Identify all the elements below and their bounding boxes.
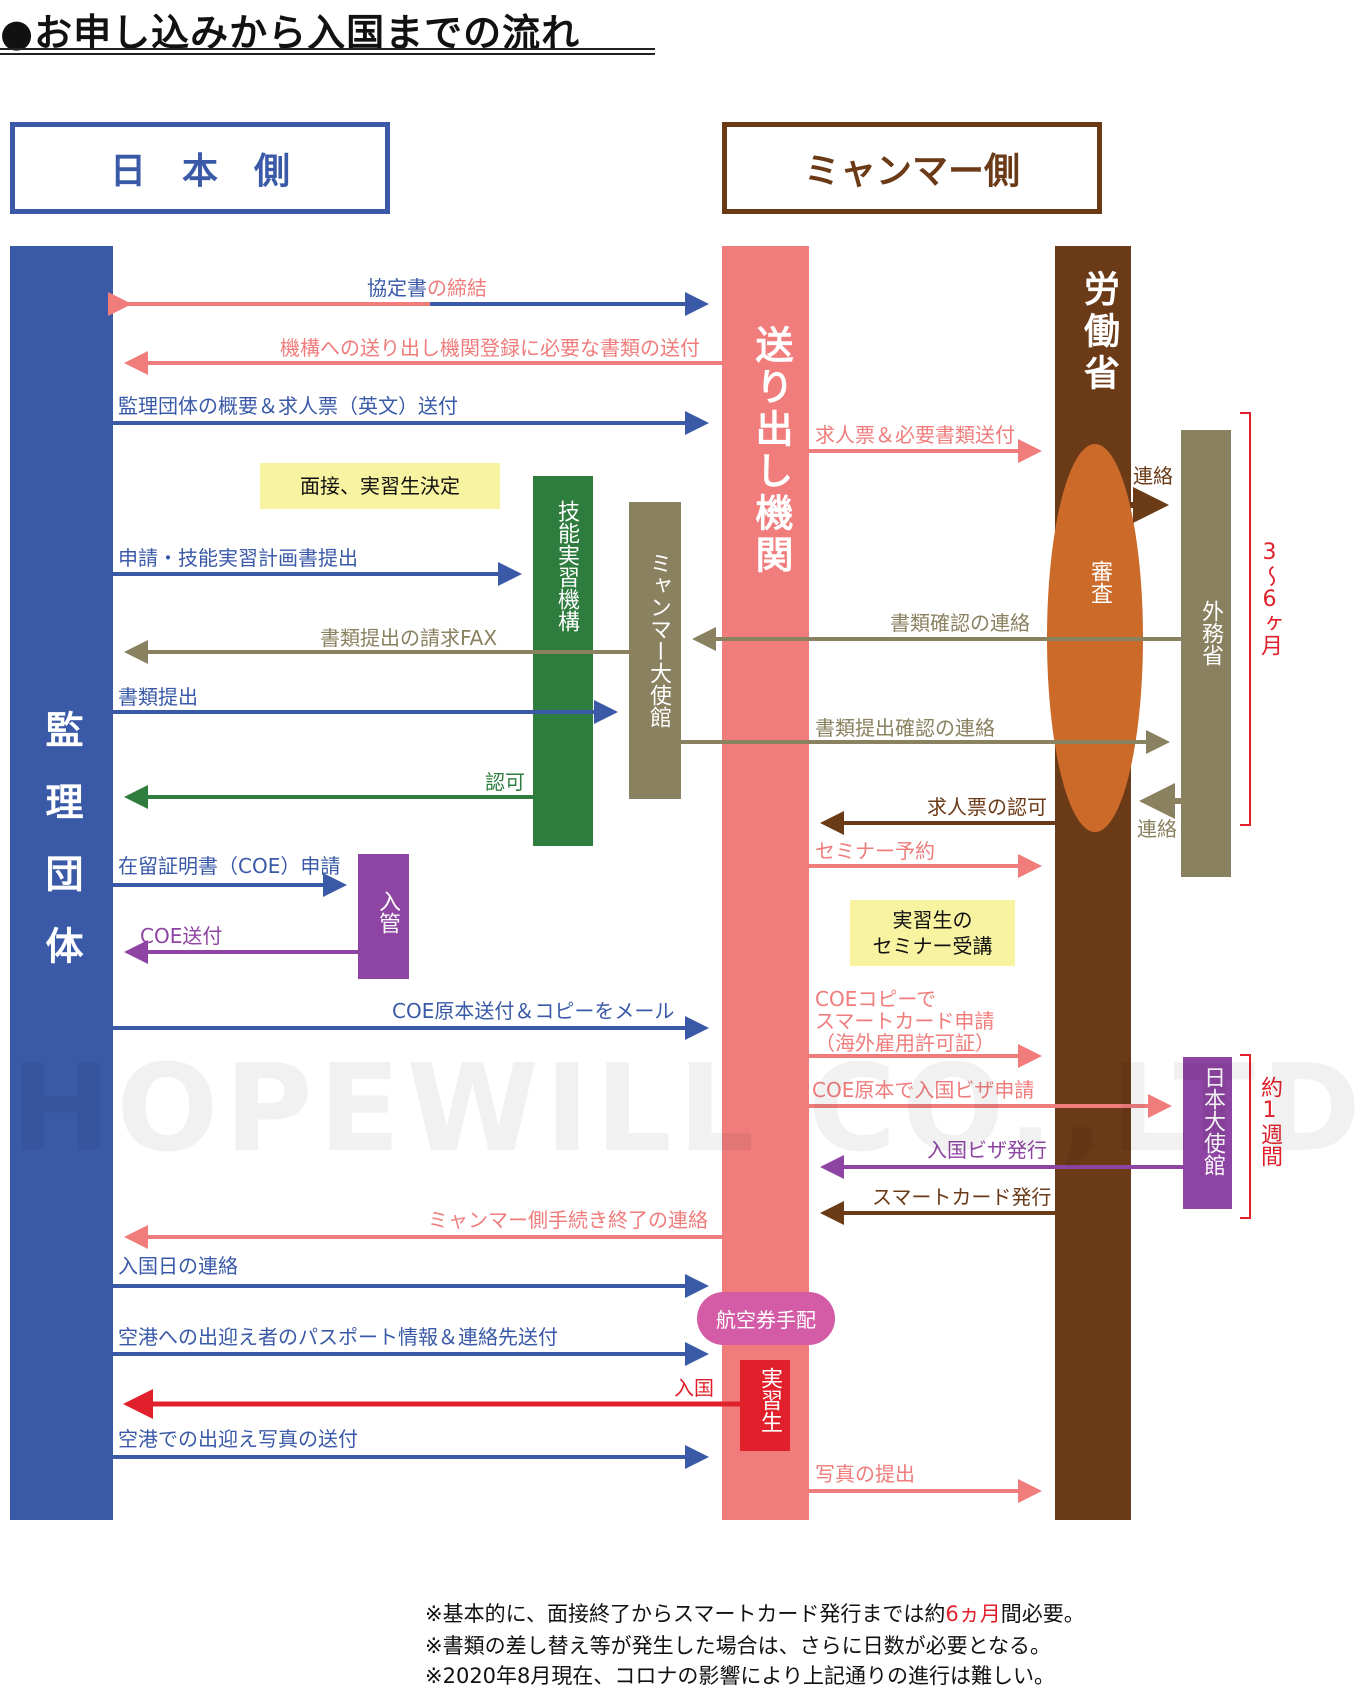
myanmar-side-header: ミャンマー側	[722, 122, 1102, 214]
label-shinsei: 申請・技能実習計画書提出	[118, 546, 358, 570]
label-visa-hakko: 入国ビザ発行	[927, 1138, 1047, 1162]
label-renraku2: 連絡	[1137, 817, 1177, 841]
kanri-pillar	[10, 246, 113, 1520]
label-nyukokubi: 入国日の連絡	[118, 1254, 238, 1278]
jisshusei-label: 実習生	[757, 1367, 782, 1433]
mensetsu-box: 面接、実習生決定	[260, 463, 500, 509]
title-underline	[0, 53, 655, 55]
taishikan-label: ミャンマー大使館	[646, 552, 671, 728]
label-kakunin: 書類確認の連絡	[890, 611, 1030, 635]
gaimu-pillar	[1181, 430, 1231, 877]
label-coe-sofu: COE送付	[140, 924, 223, 948]
bracket-months	[1240, 412, 1251, 826]
title-underline	[0, 48, 655, 50]
shinsa-label: 審査	[1087, 560, 1112, 604]
label-shashin-sofu: 空港での出迎え写真の送付	[118, 1427, 358, 1451]
bracket-week	[1240, 1054, 1251, 1219]
roudou-label: 労働省	[1078, 270, 1119, 396]
gaimu-label: 外務省	[1198, 600, 1223, 666]
label-seminar-yoyaku: セミナー予約	[815, 839, 935, 863]
note-1: ※基本的に、面接終了からスマートカード発行までは約6ヵ月間必要。	[425, 1602, 1085, 1626]
flow-arrows	[108, 292, 1251, 1503]
seminar-juko-box: 実習生のセミナー受講	[850, 900, 1015, 966]
label-shashin-teishutsu: 写真の提出	[815, 1462, 915, 1486]
page-title: ●お申し込みから入国までの流れ	[0, 11, 581, 55]
ginou-label: 技能実習機構	[554, 500, 579, 632]
label-nyukoku: 入国	[674, 1376, 714, 1400]
label-gaiyo: 監理団体の概要＆求人票（英文）送付	[118, 394, 458, 418]
label-smart-hakko: スマートカード発行	[872, 1185, 1052, 1209]
label-smart-shinsei: COEコピーでスマートカード申請（海外雇用許可証）	[815, 987, 995, 1055]
nyukan-label: 入管	[375, 890, 400, 934]
jisshusei-box	[740, 1360, 790, 1451]
note-2: ※書類の差し替え等が発生した場合は、さらに日数が必要となる。	[425, 1634, 1051, 1658]
label-teishutsu-kakunin: 書類提出確認の連絡	[815, 716, 995, 740]
label-teishutsu: 書類提出	[118, 685, 198, 709]
kokuken-pill: 航空券手配	[697, 1292, 835, 1345]
label-ninka: 認可	[485, 770, 525, 794]
japan-side-header: 日 本 側	[10, 122, 390, 214]
nyukan-pillar	[358, 854, 409, 979]
label-zairyu: 在留証明書（COE）申請	[118, 854, 341, 878]
label-kyujin-ninka: 求人票の認可	[927, 795, 1047, 819]
label-kyujin-send: 求人票＆必要書類送付	[815, 423, 1015, 447]
label-renraku1: 連絡	[1133, 464, 1173, 488]
label-kyotei: 協定書の締結	[367, 276, 487, 300]
label-coe-mail: COE原本送付＆コピーをメール	[392, 999, 675, 1023]
label-kikou: 機構への送り出し機関登録に必要な書類の送付	[280, 336, 700, 360]
label-seikyu: 書類提出の請求FAX	[320, 626, 498, 650]
ginou-pillar	[533, 476, 593, 846]
label-passport: 空港への出迎え者のパスポート情報＆連絡先送付	[118, 1325, 558, 1349]
label-visa-shinsei: COE原本で入国ビザ申請	[812, 1078, 1035, 1102]
label-months: 3〜6ヶ月	[1257, 540, 1282, 656]
taishikan-pillar	[629, 502, 681, 799]
nihon-taishikan-label: 日本大使館	[1200, 1066, 1225, 1176]
watermark: HOPEWILL CO.,LTD	[10, 1040, 1367, 1179]
note-3: ※2020年8月現在、コロナの影響により上記通りの進行は難しい。	[425, 1664, 1055, 1688]
label-week: 約1週間	[1257, 1076, 1282, 1167]
okuri-label: 送り出し機関	[749, 325, 793, 577]
kanri-label: 監理団体	[39, 710, 83, 998]
label-shuryo: ミャンマー側手続き終了の連絡	[428, 1208, 708, 1232]
nihon-taishikan-pillar	[1183, 1057, 1232, 1209]
